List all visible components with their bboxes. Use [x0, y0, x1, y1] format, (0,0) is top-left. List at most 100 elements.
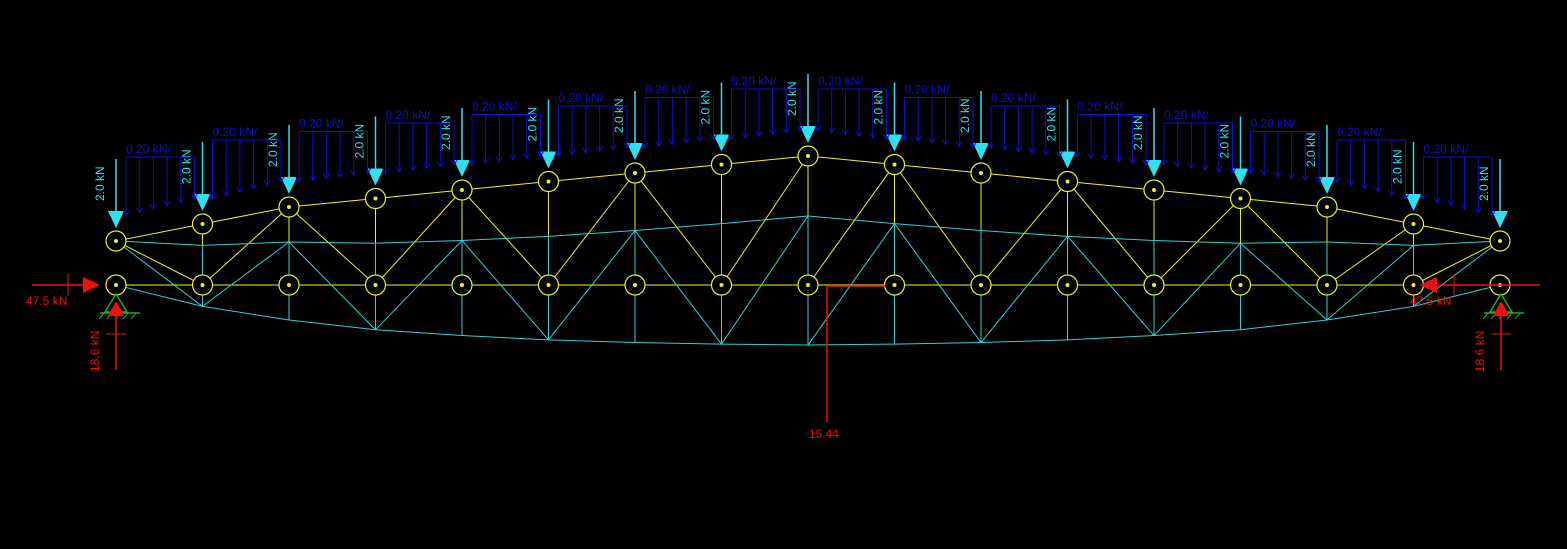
point-load[interactable]: 2.0 kN: [699, 82, 730, 152]
node[interactable]: [191, 213, 214, 235]
node[interactable]: [883, 274, 906, 296]
distributed-load[interactable]: 0.20 kN/: [814, 74, 890, 141]
top-chord-member[interactable]: [894, 164, 982, 174]
node[interactable]: [105, 230, 127, 252]
top-chord-member[interactable]: [1326, 206, 1414, 225]
distributed-load[interactable]: 0.20 kN/: [728, 74, 804, 141]
top-chord-member[interactable]: [980, 172, 1068, 182]
node[interactable]: [710, 153, 733, 176]
diagonal-member[interactable]: [548, 172, 636, 286]
distributed-load[interactable]: 0.20 kN/: [1333, 125, 1409, 200]
node[interactable]: [1229, 274, 1252, 296]
top-chord-member[interactable]: [461, 181, 549, 191]
distributed-load[interactable]: 0.20 kN/: [468, 100, 544, 166]
distributed-load[interactable]: 0.20 kN/: [122, 142, 198, 217]
node[interactable]: [105, 274, 127, 296]
distributed-load[interactable]: 0.20 kN/: [1160, 108, 1236, 175]
node[interactable]: [797, 145, 819, 167]
max-deflection-marker[interactable]: 15.44: [809, 285, 885, 441]
diagonal-member[interactable]: [115, 240, 203, 286]
point-load[interactable]: 2.0 kN: [872, 82, 903, 152]
distributed-load[interactable]: 0.20 kN/: [382, 108, 458, 175]
diagonal-member[interactable]: [807, 164, 895, 286]
node[interactable]: [1402, 213, 1425, 235]
node[interactable]: [364, 274, 387, 296]
top-chord-member[interactable]: [1240, 198, 1328, 208]
node[interactable]: [1143, 179, 1165, 201]
distributed-load[interactable]: 0.20 kN/: [1247, 117, 1323, 183]
point-load[interactable]: 2.0 kN: [93, 159, 124, 228]
diagonal-member[interactable]: [1067, 181, 1155, 286]
node[interactable]: [278, 196, 300, 218]
point-load[interactable]: 2.0 kN: [526, 99, 557, 169]
node[interactable]: [1143, 274, 1165, 296]
top-chord-member[interactable]: [202, 206, 290, 225]
diagonal-member[interactable]: [461, 189, 549, 286]
distributed-load[interactable]: 0.20 kN/: [1074, 100, 1150, 166]
distributed-load[interactable]: 0.20 kN/: [209, 125, 285, 200]
node[interactable]: [1316, 196, 1338, 218]
node[interactable]: [191, 274, 214, 296]
point-load[interactable]: 2.0 kN: [1045, 99, 1076, 169]
top-chord-member[interactable]: [375, 189, 463, 199]
distributed-load[interactable]: 0.20 kN/: [901, 83, 977, 149]
point-load[interactable]: 2.0 kN: [785, 74, 816, 143]
point-load[interactable]: 2.0 kN: [439, 108, 470, 177]
distributed-load[interactable]: 0.20 kN/: [987, 91, 1063, 158]
diagonal-member[interactable]: [1240, 198, 1328, 286]
top-chord-member[interactable]: [634, 164, 722, 174]
node[interactable]: [364, 187, 387, 210]
reaction-horizontal-right[interactable]: 47.5 kN: [1410, 274, 1540, 308]
point-load[interactable]: 2.0 kN: [1131, 108, 1162, 177]
point-load[interactable]: 2.0 kN: [958, 91, 989, 160]
node[interactable]: [624, 274, 646, 296]
diagonal-member[interactable]: [634, 172, 722, 286]
top-chord-member[interactable]: [288, 198, 376, 208]
diagonal-member[interactable]: [721, 155, 809, 286]
node[interactable]: [710, 274, 733, 296]
diagonal-member[interactable]: [894, 164, 982, 286]
diagonal-member[interactable]: [202, 206, 290, 286]
node[interactable]: [1489, 230, 1511, 252]
top-chord-member[interactable]: [1067, 181, 1155, 191]
distributed-load[interactable]: 0.20 kN/: [295, 117, 371, 183]
point-load[interactable]: 2.0 kN: [1391, 142, 1422, 211]
node[interactable]: [883, 153, 906, 176]
top-chord-member[interactable]: [1153, 189, 1241, 199]
distributed-load[interactable]: 0.20 kN/: [555, 91, 631, 158]
point-load[interactable]: 2.0 kN: [1304, 125, 1335, 194]
diagonal-member[interactable]: [1413, 240, 1501, 286]
node[interactable]: [1316, 274, 1338, 296]
point-load[interactable]: 2.0 kN: [612, 91, 643, 160]
reaction-vertical-left[interactable]: 18.6 kN: [88, 301, 126, 372]
distributed-load[interactable]: 0.20 kN/: [1420, 142, 1496, 217]
distributed-load[interactable]: 0.20 kN/: [641, 83, 717, 149]
node[interactable]: [797, 274, 819, 296]
node[interactable]: [624, 162, 646, 184]
node[interactable]: [451, 179, 473, 201]
diagonal-member[interactable]: [375, 189, 463, 286]
node[interactable]: [537, 274, 560, 296]
node[interactable]: [1056, 170, 1079, 193]
top-chord-member[interactable]: [548, 172, 636, 182]
node[interactable]: [1229, 187, 1252, 210]
point-load[interactable]: 2.0 kN: [180, 142, 211, 211]
point-load[interactable]: 2.0 kN: [1218, 116, 1249, 186]
diagonal-member[interactable]: [1326, 223, 1414, 286]
top-chord-member[interactable]: [807, 155, 895, 165]
point-load[interactable]: 2.0 kN: [353, 116, 384, 186]
node[interactable]: [537, 170, 560, 193]
node[interactable]: [970, 274, 992, 296]
reaction-vertical-right[interactable]: 18.6 kN: [1473, 301, 1511, 372]
top-chord-member[interactable]: [115, 223, 203, 242]
top-chord-member[interactable]: [1413, 223, 1501, 242]
point-load[interactable]: 2.0 kN: [1477, 159, 1508, 228]
node[interactable]: [278, 274, 300, 296]
node[interactable]: [451, 274, 473, 296]
top-chord-member[interactable]: [721, 155, 809, 165]
point-load[interactable]: 2.0 kN: [266, 125, 297, 194]
reaction-horizontal-left[interactable]: 47.5 kN: [26, 274, 100, 308]
node[interactable]: [970, 162, 992, 184]
node[interactable]: [1056, 274, 1079, 296]
